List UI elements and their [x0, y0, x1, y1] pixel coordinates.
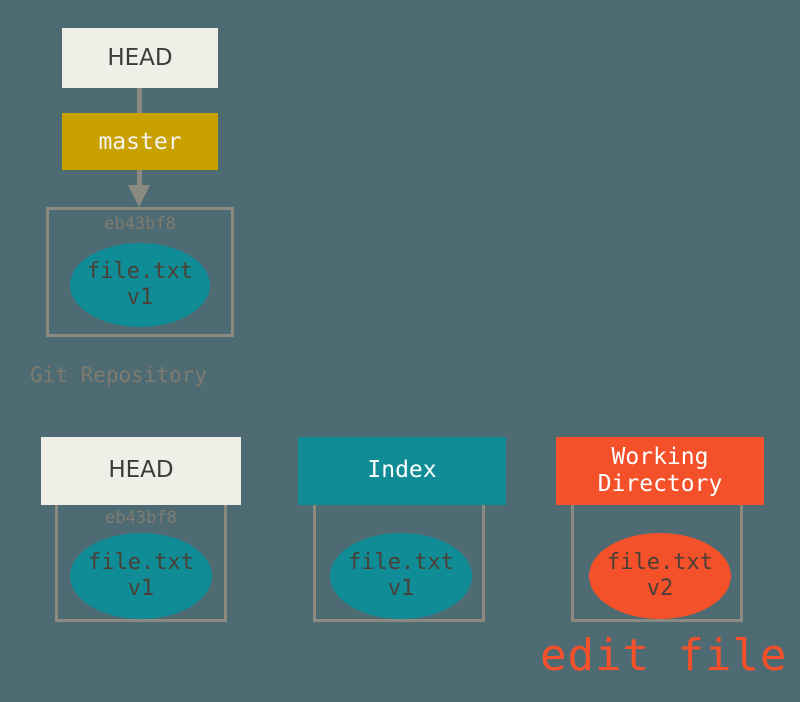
connector-head-to-master — [137, 88, 142, 113]
working-directory-label-line2: Directory — [597, 471, 723, 497]
working-directory-label-line1: Working — [611, 443, 709, 470]
repo-master-box: master — [62, 113, 218, 170]
working-directory-area-frame — [571, 470, 743, 622]
repo-head-box: HEAD — [62, 28, 218, 88]
working-directory-area-header[interactable]: Working Directory — [556, 437, 764, 505]
repo-commit-file-version: v1 — [126, 285, 154, 310]
working-directory-file-name: file.txt — [607, 550, 713, 576]
repo-head-label: HEAD — [107, 45, 173, 71]
working-directory-file-version: v2 — [646, 576, 674, 601]
repo-commit-frame — [46, 207, 234, 337]
edit-file-caption: edit file — [540, 630, 788, 681]
git-repository-label: Git Repository — [30, 363, 208, 387]
head-area-blob: file.txt v1 — [70, 533, 212, 619]
repo-commit-blob: file.txt v1 — [70, 243, 210, 327]
repo-master-label: master — [98, 128, 182, 155]
index-area-file-version: v1 — [387, 576, 415, 601]
index-area-file-name: file.txt — [348, 550, 454, 576]
connector-master-to-commit — [137, 170, 142, 192]
working-directory-area-blob: file.txt v2 — [589, 533, 731, 619]
repo-commit-file-name: file.txt — [87, 259, 193, 285]
head-area-header[interactable]: HEAD — [41, 437, 241, 505]
index-area-frame — [313, 470, 485, 622]
repo-commit-hash: eb43bf8 — [104, 214, 176, 234]
head-area-label: HEAD — [108, 457, 174, 484]
head-area-file-name: file.txt — [88, 550, 194, 576]
head-area-hash: eb43bf8 — [105, 508, 177, 528]
head-area-file-version: v1 — [127, 576, 155, 601]
index-area-blob: file.txt v1 — [330, 533, 472, 619]
index-area-label: Index — [367, 457, 437, 484]
arrowhead-icon — [128, 185, 150, 207]
index-area-header[interactable]: Index — [298, 437, 506, 505]
head-area-frame — [55, 470, 227, 622]
